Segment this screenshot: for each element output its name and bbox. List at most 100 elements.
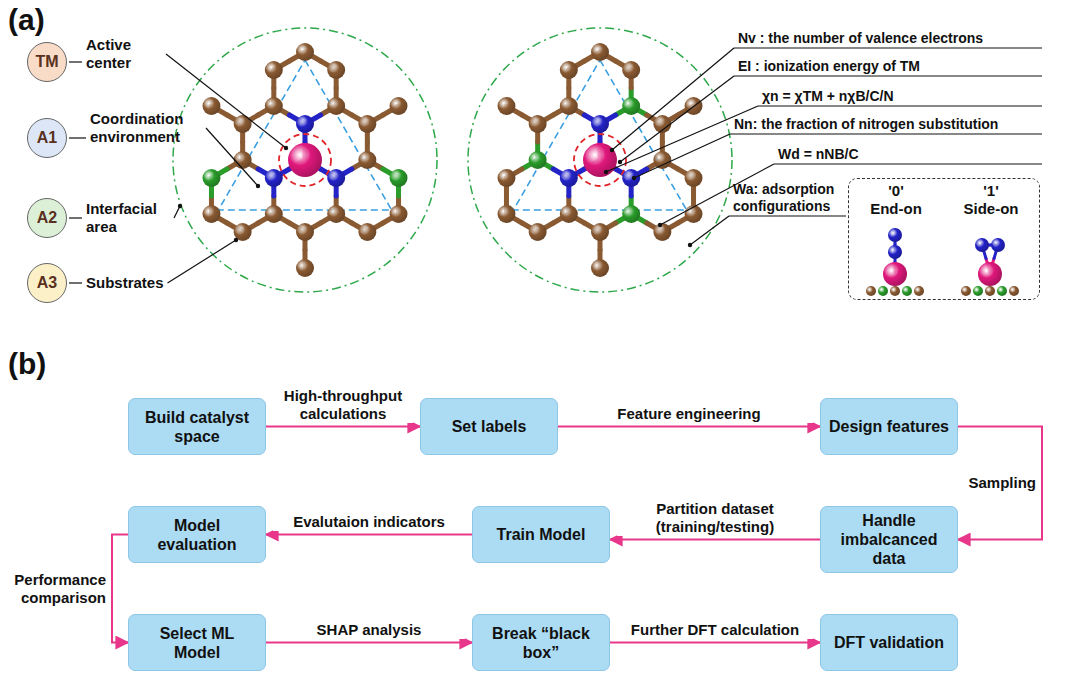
active-center-ring (574, 134, 626, 186)
atom-sphere (890, 286, 900, 296)
atom-sphere (622, 205, 640, 223)
atom-sphere (358, 151, 376, 169)
process-text: Handle imbalcanced data (827, 511, 951, 568)
atom-sphere (902, 286, 912, 296)
atom-sphere (685, 169, 703, 187)
flow-arrow (266, 642, 472, 644)
atom-sphere (296, 223, 314, 241)
process-box: Set labels (420, 398, 558, 455)
atom-sphere (591, 223, 609, 241)
panel-label: (b) (8, 346, 46, 382)
atom-sphere (622, 97, 640, 115)
atom-sphere (591, 259, 609, 277)
atom-sphere (622, 169, 640, 187)
edge-label: Evalutaion indicators (273, 513, 465, 531)
feature-underline (758, 105, 1042, 106)
interface-badge: A2 (27, 198, 67, 238)
adsorption-box: '0'End-on'1'Side-on (848, 178, 1040, 300)
atom-sphere (560, 61, 578, 79)
atom-sphere (878, 286, 888, 296)
flow-arrow (610, 539, 820, 541)
atom-sphere (978, 262, 1002, 286)
atom-sphere (265, 205, 283, 223)
configuration-text: '0' (851, 182, 941, 200)
flow-arrow (266, 426, 420, 428)
flow-arrow (112, 535, 128, 643)
process-text: Train Model (497, 525, 586, 544)
leader-line (69, 282, 82, 283)
atom-sphere (265, 61, 283, 79)
edge-label: Further DFT calculation (617, 621, 813, 639)
process-box: Break “black box” (472, 614, 610, 671)
atom-sphere (591, 43, 609, 61)
atom-sphere (529, 223, 547, 241)
substrate-badge: A3 (27, 263, 67, 303)
atom-sphere (529, 115, 547, 133)
atom-sphere (591, 115, 609, 133)
feature-label: Nv : the number of valence electrons (738, 30, 983, 47)
process-box: DFT validation (820, 614, 958, 671)
badge-text: A3 (37, 274, 57, 292)
atom-sphere (234, 115, 252, 133)
leader-line (166, 54, 286, 148)
adsorption-art (866, 228, 1019, 296)
feature-underline (729, 215, 846, 216)
atom-sphere (997, 286, 1007, 296)
coordination-triangle (218, 60, 391, 210)
interface-circle (173, 28, 437, 292)
coordination-triangle (513, 60, 686, 210)
atom-sphere (888, 245, 902, 259)
atom-sphere (622, 61, 640, 79)
leader-line (168, 240, 236, 283)
leader-line (69, 61, 82, 62)
leader-line (634, 134, 730, 178)
flow-arrow (558, 426, 820, 428)
configuration-text: End-on (851, 200, 941, 218)
interface-circle (468, 28, 732, 292)
atom-sphere (973, 286, 983, 296)
leader-line (606, 106, 758, 172)
process-box: Handle imbalcanced data (820, 506, 958, 573)
process-text: Build catalyst space (135, 408, 259, 446)
atom-sphere (358, 115, 376, 133)
atom-sphere (296, 259, 314, 277)
atom-sphere (390, 169, 408, 187)
configuration-text: Side-on (946, 200, 1036, 218)
edge-label: Sampling (936, 474, 1036, 492)
flow-arrow (266, 534, 472, 536)
feature-label: χn = χTM + nχB/C/N (762, 88, 894, 105)
leader-dot (618, 160, 622, 164)
feature-label: Wa: adsorption configurations (733, 181, 845, 215)
atom-sphere (529, 151, 547, 169)
edge-label: Feature engineering (565, 405, 813, 423)
atom-sphere (202, 205, 220, 223)
feature-label: EI : ionization energy of TM (738, 58, 920, 75)
atom-sphere (653, 151, 671, 169)
atom-sphere (991, 238, 1005, 252)
atom-sphere (583, 143, 617, 177)
feature-underline (774, 163, 1042, 164)
atom-sphere (327, 205, 345, 223)
badge-text: A1 (37, 129, 57, 147)
leader-dot (178, 204, 182, 208)
feature-label: Wd = nNB/C (778, 146, 859, 163)
edge-label: Partition dataset (training/testing) (617, 500, 813, 536)
active-center-ring (279, 134, 331, 186)
atom-sphere (560, 205, 578, 223)
edge-label: SHAP analysis (273, 621, 465, 639)
atom-sphere (296, 43, 314, 61)
atom-sphere (560, 169, 578, 187)
edge-label: High-throughput calculations (273, 387, 413, 423)
process-text: DFT validation (834, 633, 944, 652)
feature-underline (734, 47, 1042, 48)
atom-sphere (985, 286, 995, 296)
leader-line (612, 48, 734, 150)
atom-sphere (202, 97, 220, 115)
process-text: Design features (829, 417, 949, 436)
atom-sphere (288, 143, 322, 177)
atom-sphere (961, 286, 971, 296)
part-label: Substrates (86, 274, 164, 292)
atom-sphere (202, 169, 220, 187)
